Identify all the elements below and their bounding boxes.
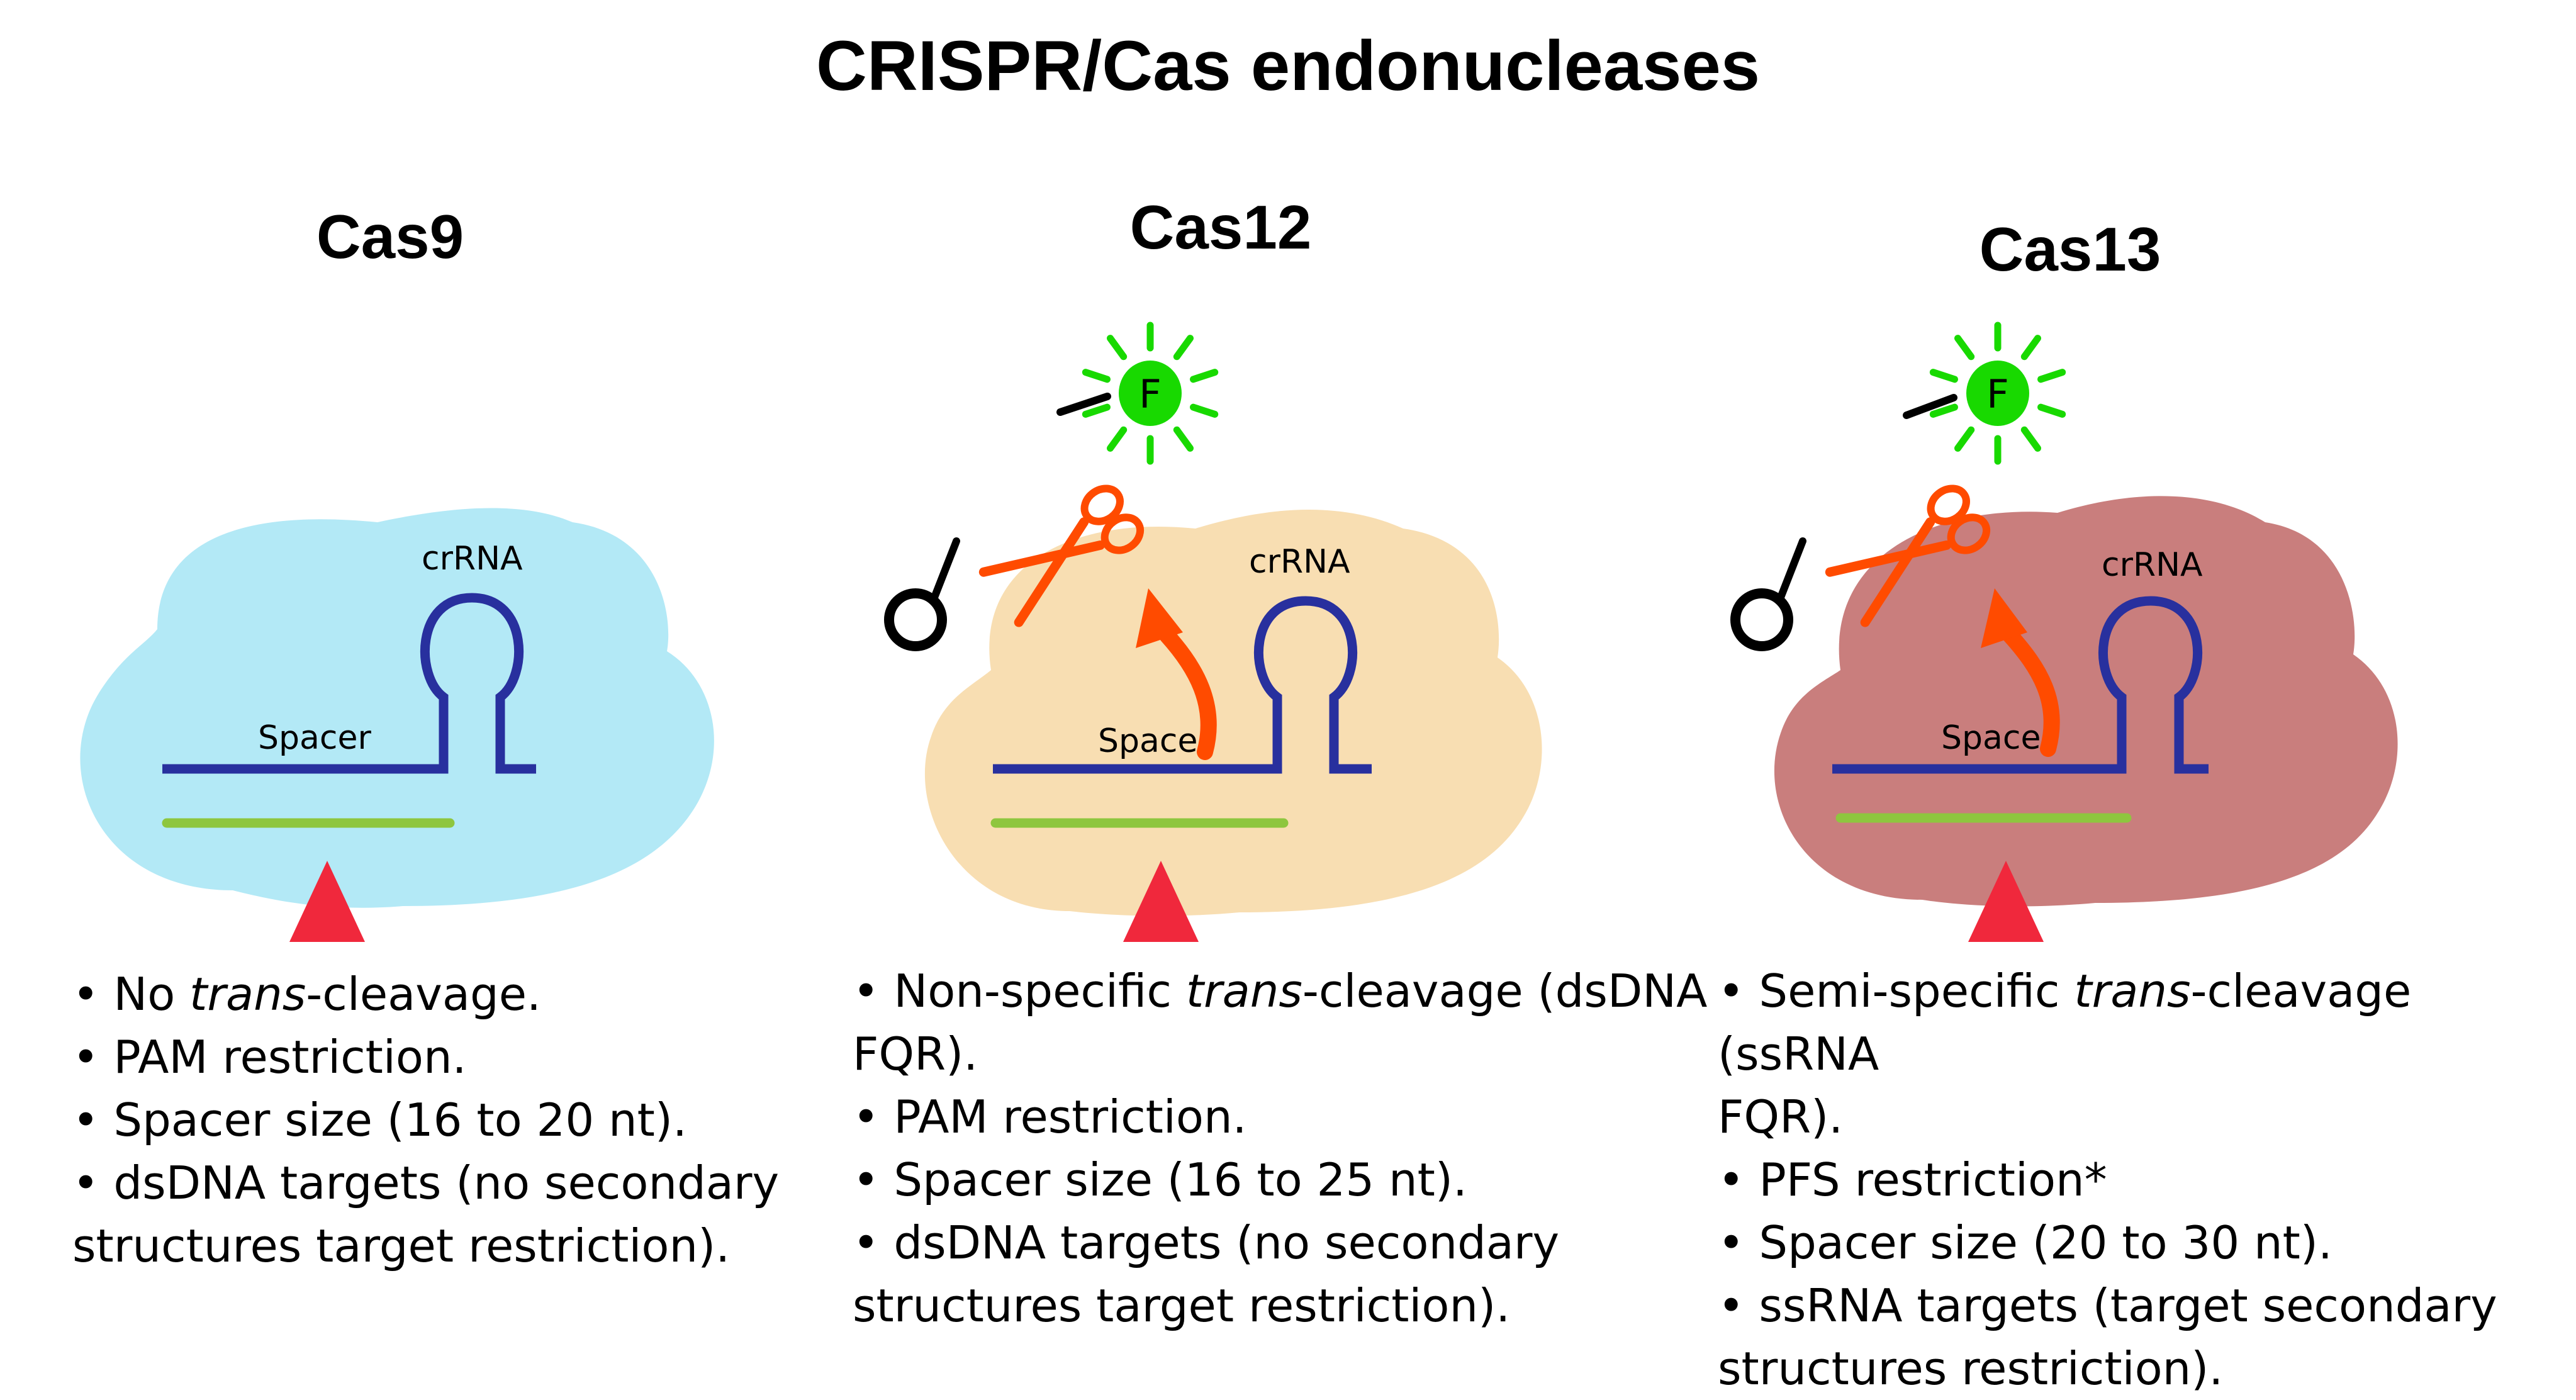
cas13-scissors-icon [1825,484,1991,627]
cas13-title: Cas13 [1979,215,2161,284]
fluorescence-ray [1929,369,1958,383]
diagram-canvas: crRNA Spacer crRNA Spacer F [80,322,2398,942]
fluorescence-ray [1107,426,1128,452]
cas12-crrna-label: crRNA [1249,543,1350,581]
cas12-title: Cas12 [1129,193,1312,262]
cas9-crrna-strand [162,593,536,774]
fluorescence-ray [1929,403,1958,418]
cas12-feature-2: • PAM restriction. [853,1090,1247,1143]
fluorescence-ray [1107,335,1128,361]
cas12-quencher-icon [884,537,960,651]
cas9-feature-2: • PAM restriction. [72,1031,467,1084]
cas12-scissors-icon [978,484,1145,627]
cas13-pam-triangle [1968,861,2044,942]
cas9-spacer-label: Spacer [258,719,371,757]
cas12-fluorophore-label: F [1139,371,1162,417]
fluorescence-ray [2037,403,2066,418]
cas12-feature-3: • Spacer size (16 to 25 nt). [853,1153,1467,1206]
fluorescence-ray [1082,403,1111,418]
fluorescence-ray [1173,426,1194,452]
cas9-diagram: crRNA Spacer [80,508,714,942]
cas9-pam-triangle [289,861,365,942]
cas12-diagram: crRNA Spacer F [884,322,1542,942]
cas13-spacer-label: Spacer [1941,719,2054,757]
cas13-crrna-label: crRNA [2102,546,2203,584]
fluorescence-ray [2037,369,2066,383]
cas12-activation-arrowhead [1136,588,1183,648]
cas12-fluorophore-icon: F [1056,322,1219,465]
fluorescence-ray [2020,426,2041,452]
cas13-diagram: crRNA Spacer F [1730,322,2398,942]
fluorescence-ray [1954,335,1975,361]
cas9-crrna-label: crRNA [422,540,523,578]
figure-title: CRISPR/Cas endonucleases [815,26,1761,105]
fluorescence-ray [1190,403,1219,418]
cas13-feature-2: • PFS restriction* [1718,1153,2107,1206]
cas9-title: Cas9 [316,202,464,271]
cas12-crrna-strand [993,596,1372,774]
fluorescence-ray [1190,369,1219,383]
cas12-protein-body [924,510,1542,916]
cas13-quencher-icon [1730,537,1806,651]
cas12-pam-triangle [1123,861,1199,942]
cas13-fluorophore-label: F [1986,371,2009,417]
cas9-feature-1: • No trans-cleavage. [72,968,541,1021]
cas12-activation-arrow [1159,627,1217,760]
fluorescence-ray [2020,335,2041,361]
cas13-activation-arrowhead [1981,588,2027,648]
cas9-feature-list: • No trans-cleavage. • PAM restriction. … [72,963,779,1277]
cas13-feature-3: • Spacer size (20 to 30 nt). [1718,1216,2332,1269]
cas9-feature-3: • Spacer size (16 to 20 nt). [72,1094,687,1146]
cas13-activation-arrow [2002,627,2060,757]
cas9-protein-body [80,508,714,908]
cas12-spacer-label: Spacer [1098,722,1211,760]
fluorescence-ray [1082,369,1111,383]
fluorescence-ray [1173,335,1194,361]
cas13-protein-body [1774,496,2398,907]
fluorescence-ray [1954,426,1975,452]
cas13-fluorophore-icon: F [1903,322,2066,465]
cas13-crrna-strand [1832,596,2209,774]
